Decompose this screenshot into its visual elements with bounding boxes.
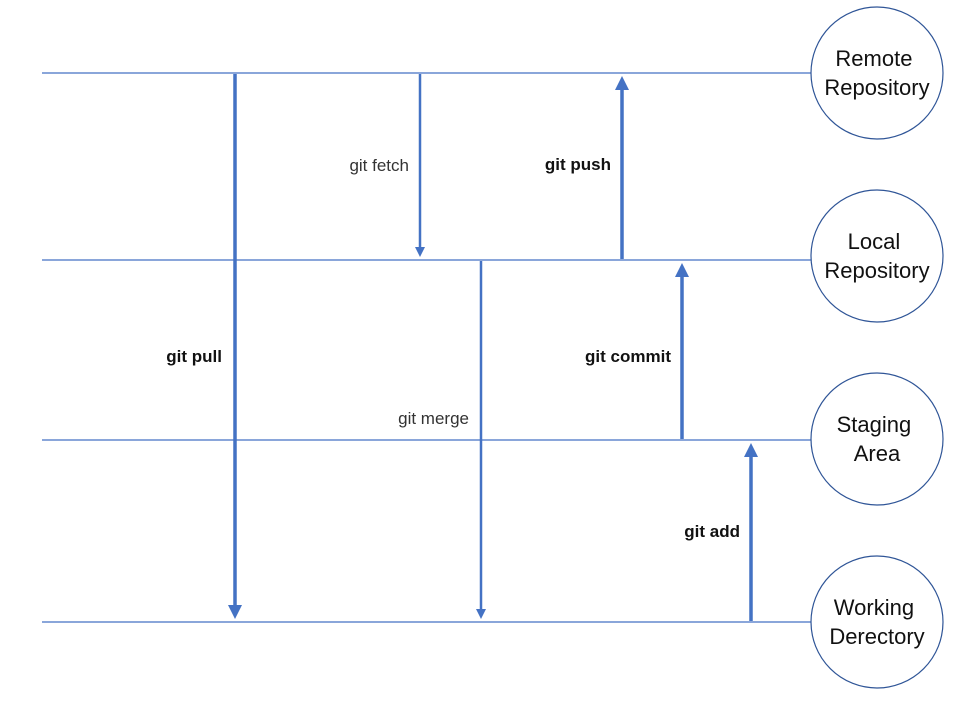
stage-label-line: Local xyxy=(848,229,901,254)
git-merge-label: git merge xyxy=(398,409,469,428)
stage-staging: Staging Area xyxy=(810,372,944,506)
stage-label-line: Staging xyxy=(837,412,912,437)
svg-text:Staging Area: Staging Area xyxy=(837,412,918,466)
stage-circle xyxy=(810,189,944,323)
stage-local: Local Repository xyxy=(810,189,944,323)
stage-label-line: Area xyxy=(854,441,901,466)
git-push-label: git push xyxy=(545,155,611,174)
stage-circle xyxy=(810,372,944,506)
git-commit-label: git commit xyxy=(585,347,671,366)
stage-circle xyxy=(810,6,944,140)
stage-remote: Remote Repository xyxy=(810,6,944,140)
git-add-label: git add xyxy=(684,522,740,541)
svg-text:Remote Repository: Remote Repository xyxy=(824,46,929,100)
svg-text:Working Derectory: Working Derectory xyxy=(829,595,924,649)
stage-working: Working Derectory xyxy=(810,555,944,689)
stage-label-line: Repository xyxy=(824,75,929,100)
svg-text:Local Repository: Local Repository xyxy=(824,229,929,283)
stage-label-line: Derectory xyxy=(829,624,924,649)
stage-label-line: Remote xyxy=(835,46,912,71)
git-pull-label: git pull xyxy=(166,347,222,366)
git-fetch-label: git fetch xyxy=(349,156,409,175)
stage-circle xyxy=(810,555,944,689)
stage-label-line: Repository xyxy=(824,258,929,283)
stage-label-line: Working xyxy=(834,595,914,620)
